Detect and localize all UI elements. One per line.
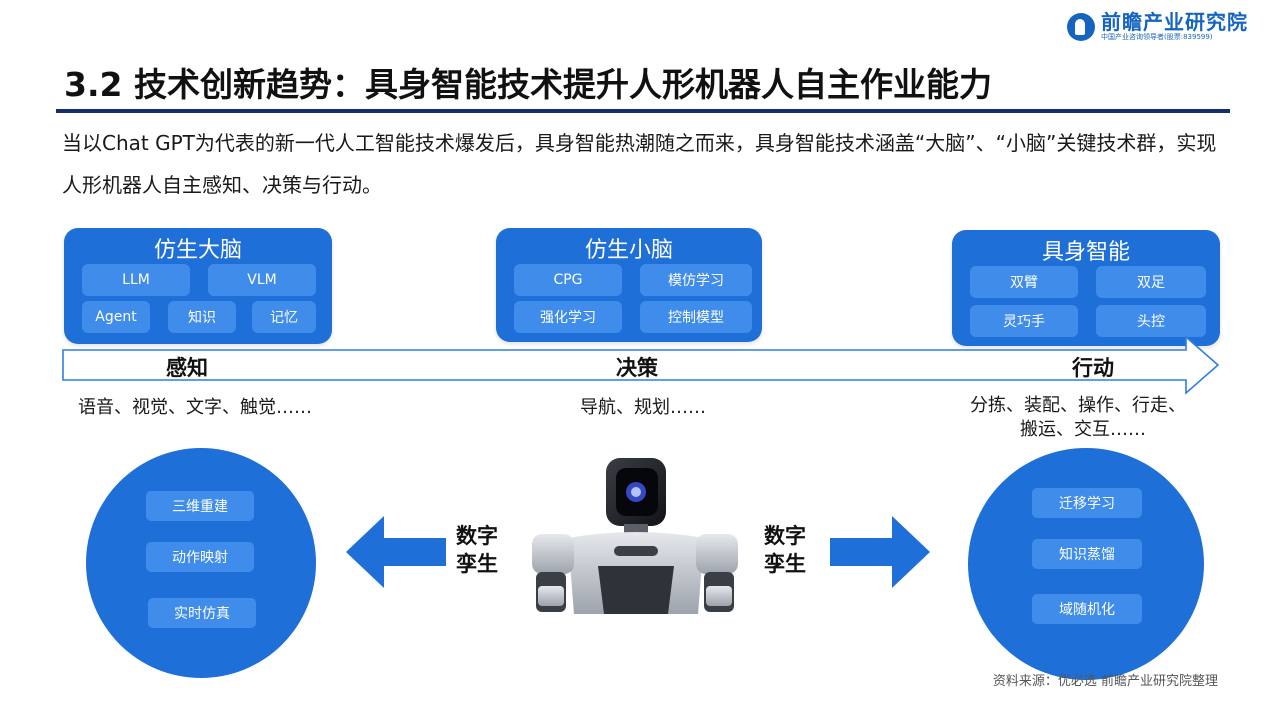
flow-arrow <box>62 336 1220 395</box>
pill-knowledge-distillation: 知识蒸馏 <box>1032 539 1142 569</box>
brand-mark-icon <box>1067 12 1095 41</box>
stage-act-examples-2: 搬运、交互…… <box>1020 419 1146 440</box>
intro-text: 当以Chat GPT为代表的新一代人工智能技术爆发后，具身智能热潮随之而来，具身… <box>62 131 1217 197</box>
digital-twin-label-right: 数字 孪生 <box>764 524 806 576</box>
box-bionic-brain: 仿生大脑 LLM VLM Agent 知识 记忆 <box>64 228 332 344</box>
stage-perceive-examples: 语音、视觉、文字、触觉…… <box>78 397 312 418</box>
stage-decide-examples: 导航、规划…… <box>580 397 706 418</box>
pill-motion-mapping: 动作映射 <box>146 542 254 572</box>
source-note: 资料来源：优必选 前瞻产业研究院整理 <box>992 674 1218 689</box>
arrow-right-icon <box>830 516 930 588</box>
stage-act-label: 行动 <box>1072 356 1114 380</box>
box-bionic-cerebellum: 仿生小脑 CPG 模仿学习 强化学习 控制模型 <box>496 228 762 342</box>
box-embodied-intelligence: 具身智能 双臂 双足 灵巧手 头控 <box>952 230 1220 346</box>
title-divider <box>56 109 1230 113</box>
stage-perceive-label: 感知 <box>166 356 208 380</box>
pill-biped: 双足 <box>1096 266 1206 298</box>
box-bionic-cerebellum-title: 仿生小脑 <box>584 238 673 263</box>
humanoid-robot-icon <box>532 458 738 614</box>
brand-subline: 中国产业咨询领导者(股票:839599) <box>1101 33 1213 41</box>
pill-reinforcement-learning: 强化学习 <box>514 301 622 333</box>
pill-realtime-simulation: 实时仿真 <box>148 598 256 628</box>
pill-imitation-learning: 模仿学习 <box>640 264 752 296</box>
pill-domain-randomization: 域随机化 <box>1032 594 1142 624</box>
pill-cpg: CPG <box>514 264 622 296</box>
stage-act-examples-1: 分拣、装配、操作、行走、 <box>970 395 1186 416</box>
box-embodied-intelligence-title: 具身智能 <box>1041 240 1130 265</box>
stage-decide-label: 决策 <box>616 356 658 380</box>
circle-right: 迁移学习 知识蒸馏 域随机化 <box>968 448 1204 680</box>
brand-logo: 前瞻产业研究院 中国产业咨询领导者(股票:839599) <box>1067 12 1248 41</box>
pill-knowledge: 知识 <box>168 301 236 333</box>
arrow-left-icon <box>346 516 446 588</box>
pill-memory: 记忆 <box>252 301 316 333</box>
pill-control-model: 控制模型 <box>640 301 752 333</box>
box-bionic-brain-title: 仿生大脑 <box>153 238 242 263</box>
circle-left: 三维重建 动作映射 实时仿真 <box>86 448 316 678</box>
digital-twin-label-left: 数字 孪生 <box>456 524 498 576</box>
pill-agent: Agent <box>82 301 150 333</box>
page-title: 3.2 技术创新趋势：具身智能技术提升人形机器人自主作业能力 <box>64 65 992 104</box>
pill-transfer-learning: 迁移学习 <box>1032 488 1142 518</box>
pill-vlm: VLM <box>208 264 316 296</box>
pill-3d-reconstruction: 三维重建 <box>146 491 254 521</box>
pill-llm: LLM <box>82 264 190 296</box>
pill-dexterous-hand: 灵巧手 <box>970 305 1078 337</box>
pill-dual-arm: 双臂 <box>970 266 1078 298</box>
brand-name: 前瞻产业研究院 <box>1101 10 1248 34</box>
pill-head-control: 头控 <box>1096 305 1206 337</box>
